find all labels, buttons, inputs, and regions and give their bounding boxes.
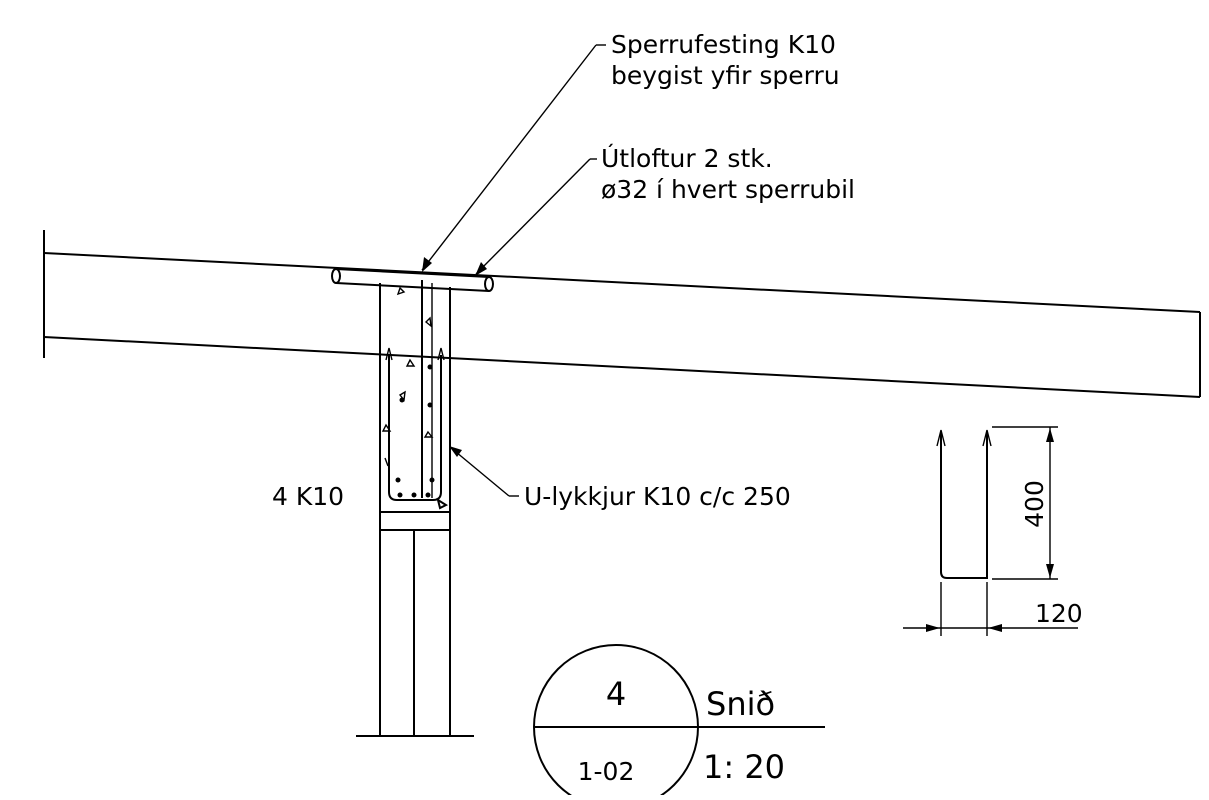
section-scale: 1: 20 [703, 748, 785, 786]
leader-rafter-fixing [421, 44, 606, 272]
label-u-loops: U-lykkjur K10 c/c 250 [524, 482, 791, 511]
dim-height: 400 [1020, 480, 1049, 528]
rafter-beam [43, 230, 1201, 398]
label-rafter-fixing-2: beygist yfir sperru [611, 61, 840, 90]
section-sheet: 1-02 [578, 757, 635, 786]
section-title: Snið [706, 685, 775, 723]
u-loop-rebar [381, 280, 449, 510]
label-rafter-fixing-1: Sperrufesting K10 [611, 30, 836, 59]
vent-pipe [331, 268, 494, 292]
section-number: 4 [606, 675, 626, 713]
u-bar-detail [903, 426, 1078, 636]
leader-u-loops [449, 446, 519, 497]
dim-width: 120 [1035, 599, 1083, 628]
label-rebar-count: 4 K10 [272, 482, 344, 511]
label-vent-1: Útloftur 2 stk. [601, 143, 773, 173]
wall-column [356, 283, 474, 737]
section-tag [533, 644, 825, 800]
label-vent-2: ø32 í hvert sperrubil [601, 175, 855, 204]
leader-vent [475, 158, 597, 276]
